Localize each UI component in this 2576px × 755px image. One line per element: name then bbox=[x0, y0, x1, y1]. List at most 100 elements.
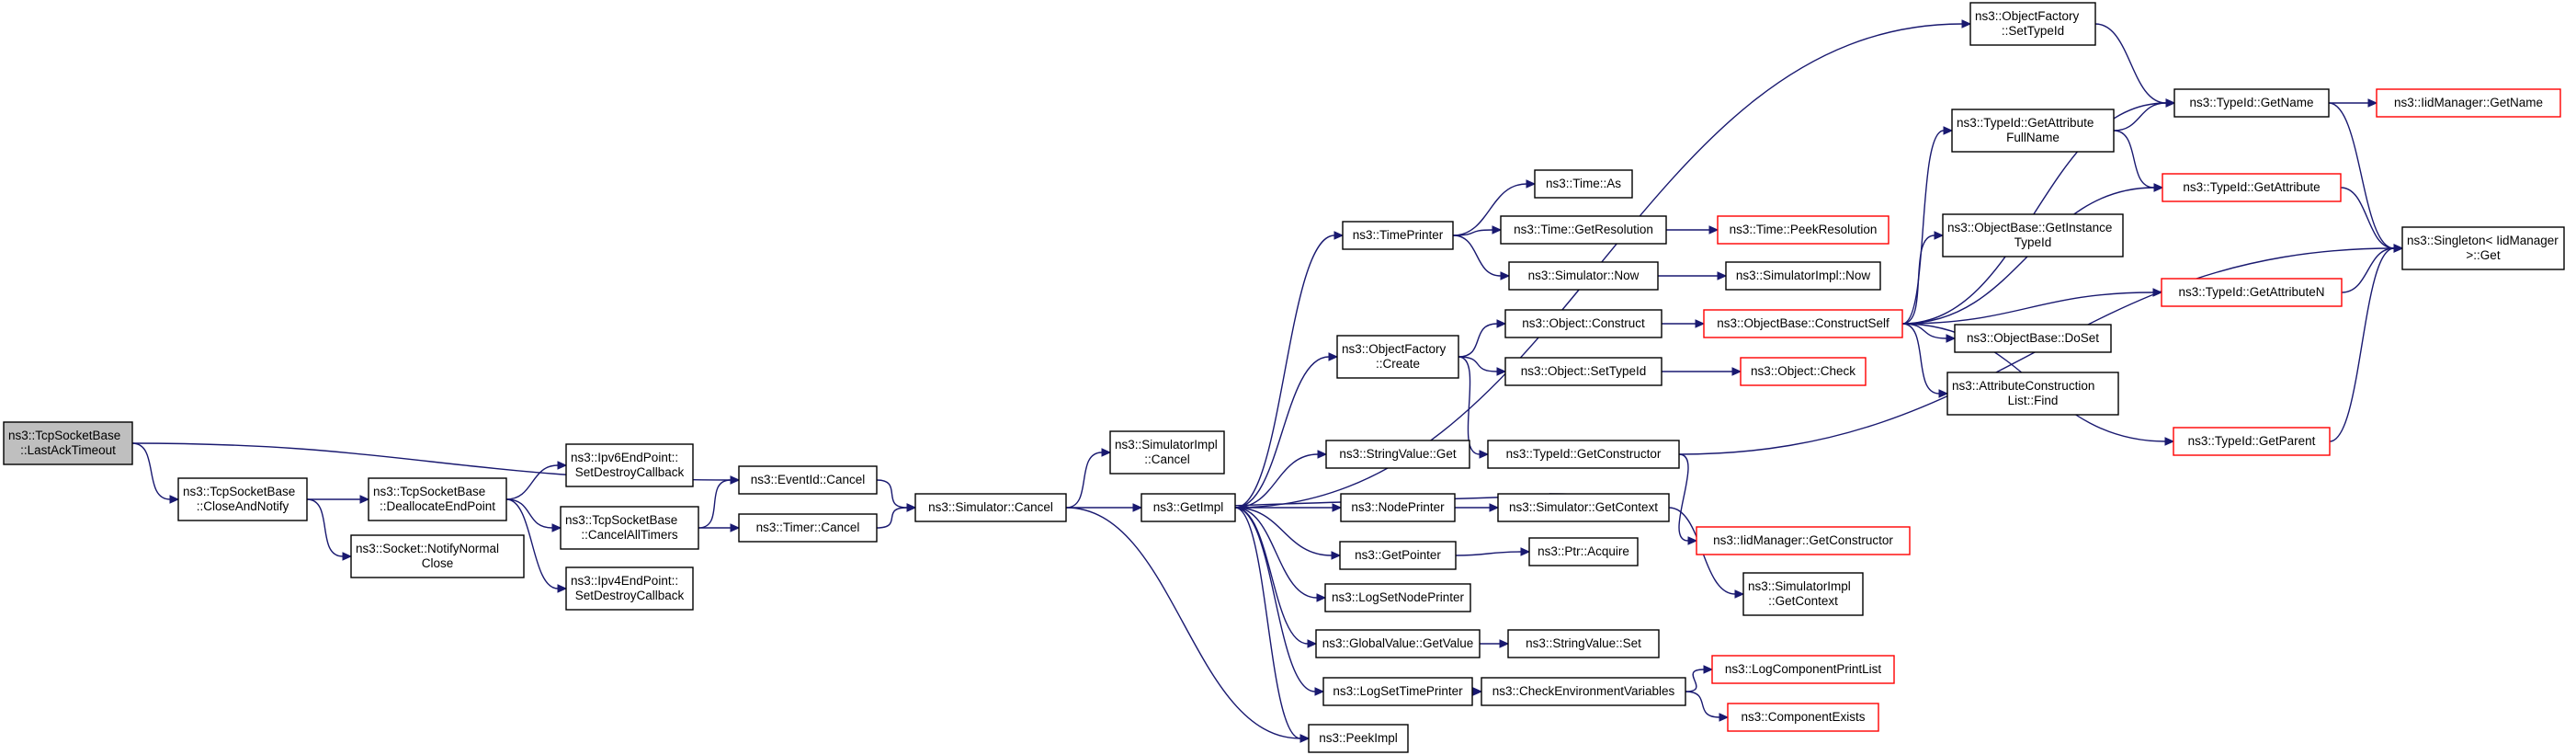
node-ns3-typeid-getparent[interactable]: ns3::TypeId::GetParent bbox=[2173, 427, 2331, 456]
node-ns3-ptr-acquire[interactable]: ns3::Ptr::Acquire bbox=[1528, 537, 1639, 566]
node-box bbox=[1946, 372, 2119, 416]
edge-arrowhead bbox=[2153, 183, 2164, 192]
edge-arrowhead bbox=[1328, 352, 1339, 361]
edge-line bbox=[1234, 507, 1333, 556]
edge-arrowhead bbox=[730, 523, 741, 532]
node-label-line: ns3::Socket::NotifyNormal bbox=[356, 542, 499, 555]
edge bbox=[306, 498, 353, 561]
node-ns3-typeid-getname[interactable]: ns3::TypeId::GetName bbox=[2173, 88, 2330, 118]
edge bbox=[1458, 356, 1507, 376]
node-label-line: ns3::Ptr::Acquire bbox=[1538, 544, 1629, 558]
edge-arrowhead bbox=[2164, 437, 2175, 446]
node-ns3-object-settypeid[interactable]: ns3::Object::SetTypeId bbox=[1504, 357, 1662, 386]
node-ns3-logsetnodeprinter[interactable]: ns3::LogSetNodePrinter bbox=[1324, 583, 1471, 612]
node-ns3-objectfactory-create[interactable]: ns3::ObjectFactory::Create bbox=[1336, 335, 1459, 379]
node-ns3-getpointer[interactable]: ns3::GetPointer bbox=[1339, 541, 1457, 570]
edge-arrowhead bbox=[169, 495, 180, 504]
node-ns3-iidmanager-getconstructor[interactable]: ns3::IidManager::GetConstructor bbox=[1696, 526, 1911, 555]
node-label-line: ::GetContext bbox=[1768, 594, 1838, 608]
node-ns3-tcpsocketbase-deallocateendpoint[interactable]: ns3::TcpSocketBase::DeallocateEndPoint bbox=[368, 477, 507, 521]
node-box bbox=[565, 443, 694, 487]
node-ns3-peekimpl[interactable]: ns3::PeekImpl bbox=[1308, 724, 1409, 753]
nodes-layer: ns3::TcpSocketBase::LastAckTimeoutns3::T… bbox=[3, 2, 2565, 753]
node-ns3-simulatorimpl-cancel[interactable]: ns3::SimulatorImpl::Cancel bbox=[1109, 430, 1225, 475]
node-box bbox=[177, 477, 308, 521]
edge bbox=[1458, 356, 1490, 459]
node-ns3-simulator-cancel[interactable]: ns3::Simulator::Cancel bbox=[914, 493, 1067, 522]
edge bbox=[1901, 231, 1945, 325]
node-ns3-iidmanager-getname[interactable]: ns3::IidManager::GetName bbox=[2376, 88, 2561, 118]
edge-line bbox=[1458, 356, 1481, 455]
edge-arrowhead bbox=[1472, 687, 1483, 696]
node-ns3-typeid-getattributen[interactable]: ns3::TypeId::GetAttributeN bbox=[2161, 278, 2343, 307]
node-ns3-typeid-getattribute[interactable]: ns3::TypeId::GetAttribute bbox=[2162, 173, 2342, 202]
edge-arrowhead bbox=[906, 503, 917, 512]
node-ns3-ipv6endpoint-setdestroycallback[interactable]: ns3::Ipv6EndPoint::SetDestroyCallback bbox=[565, 443, 694, 487]
node-ns3-tcpsocketbase-lastacktimeout[interactable]: ns3::TcpSocketBase::LastAckTimeout bbox=[3, 421, 133, 465]
node-ns3-timeprinter[interactable]: ns3::TimePrinter bbox=[1342, 221, 1454, 250]
node-ns3-time-as[interactable]: ns3::Time::As bbox=[1534, 169, 1633, 199]
node-ns3-simulator-getcontext[interactable]: ns3::Simulator::GetContext bbox=[1497, 493, 1670, 522]
node-ns3-nodeprinter[interactable]: ns3::NodePrinter bbox=[1340, 493, 1456, 522]
node-ns3-globalvalue-getvalue[interactable]: ns3::GlobalValue::GetValue bbox=[1315, 629, 1481, 658]
edge bbox=[1458, 319, 1507, 358]
node-ns3-object-construct[interactable]: ns3::Object::Construct bbox=[1504, 309, 1662, 338]
edge-line bbox=[1901, 323, 1940, 395]
node-label-line: ns3::ObjectBase::DoSet bbox=[1967, 331, 2099, 345]
node-box bbox=[2376, 88, 2561, 118]
node-ns3-stringvalue-get[interactable]: ns3::StringValue::Get bbox=[1325, 440, 1470, 469]
node-label-line: ns3::AttributeConstruction bbox=[1952, 379, 2094, 393]
edge-arrowhead bbox=[1938, 389, 1949, 398]
edge-line bbox=[1678, 453, 1689, 542]
node-ns3-singleton-iidmanager-get[interactable]: ns3::Singleton< IidManager >::Get bbox=[2401, 226, 2565, 270]
node-label-line: ns3::TypeId::GetConstructor bbox=[1506, 447, 1662, 461]
edge-line bbox=[2341, 247, 2395, 293]
edge-line bbox=[1234, 507, 1309, 645]
edge-arrowhead bbox=[1500, 271, 1511, 280]
node-ns3-objectfactory-settypeid[interactable]: ns3::ObjectFactory::SetTypeId bbox=[1969, 2, 2096, 46]
node-box bbox=[1507, 629, 1660, 658]
edge-line bbox=[1234, 356, 1330, 509]
edge bbox=[1234, 507, 1325, 696]
node-ns3-simulatorimpl-now[interactable]: ns3::SimulatorImpl::Now bbox=[1725, 261, 1881, 291]
node-ns3-time-peekresolution[interactable]: ns3::Time::PeekResolution bbox=[1717, 215, 1889, 245]
node-ns3-objectbase-doset[interactable]: ns3::ObjectBase::DoSet bbox=[1954, 324, 2112, 353]
node-ns3-timer-cancel[interactable]: ns3::Timer::Cancel bbox=[738, 513, 878, 543]
edge bbox=[2329, 98, 2378, 108]
node-ns3-tcpsocketbase-cancelalltimers[interactable]: ns3::TcpSocketBase::CancelAllTimers bbox=[560, 506, 699, 550]
node-ns3-checkenvironmentvariables[interactable]: ns3::CheckEnvironmentVariables bbox=[1481, 677, 1686, 706]
node-ns3-ipv4endpoint-setdestroycallback[interactable]: ns3::Ipv4EndPoint::SetDestroyCallback bbox=[565, 566, 694, 611]
node-box bbox=[368, 477, 507, 521]
node-ns3-eventid-cancel[interactable]: ns3::EventId::Cancel bbox=[738, 465, 878, 495]
node-ns3-componentexists[interactable]: ns3::ComponentExists bbox=[1727, 703, 1879, 732]
node-ns3-typeid-getconstructor[interactable]: ns3::TypeId::GetConstructor bbox=[1487, 440, 1680, 469]
node-ns3-getimpl[interactable]: ns3::GetImpl bbox=[1140, 493, 1236, 522]
node-label-line: List::Find bbox=[2008, 394, 2059, 407]
edge bbox=[1234, 507, 1318, 648]
node-label-line: ns3::ObjectBase::GetInstance bbox=[1947, 221, 2112, 235]
edge-line bbox=[1234, 235, 1335, 509]
node-ns3-tcpsocketbase-closeandnotify[interactable]: ns3::TcpSocketBase::CloseAndNotify bbox=[177, 477, 308, 521]
node-ns3-simulatorimpl-getcontext[interactable]: ns3::SimulatorImpl::GetContext bbox=[1742, 572, 1864, 616]
node-label-line: TypeId bbox=[2014, 235, 2052, 249]
node-ns3-time-getresolution[interactable]: ns3::Time::GetResolution bbox=[1500, 215, 1667, 245]
node-ns3-objectbase-constructself[interactable]: ns3::ObjectBase::ConstructSelf bbox=[1703, 309, 1903, 338]
edge bbox=[306, 495, 370, 504]
node-ns3-logcomponentprintlist[interactable]: ns3::LogComponentPrintList bbox=[1711, 655, 1895, 684]
node-box bbox=[350, 534, 525, 578]
edge-arrowhead bbox=[1946, 334, 1957, 343]
node-label-line: ns3::Time::PeekResolution bbox=[1730, 223, 1878, 236]
node-ns3-object-check[interactable]: ns3::Object::Check bbox=[1740, 357, 1867, 386]
node-label-line: ns3::TcpSocketBase bbox=[565, 513, 677, 527]
node-ns3-simulator-now[interactable]: ns3::Simulator::Now bbox=[1508, 261, 1659, 291]
node-ns3-stringvalue-set[interactable]: ns3::StringValue::Set bbox=[1507, 629, 1660, 658]
edge-arrowhead bbox=[1934, 231, 1945, 240]
node-label-line: ns3::GetPointer bbox=[1355, 548, 1441, 562]
edge-line bbox=[1901, 102, 2167, 325]
edge bbox=[1685, 691, 1730, 722]
node-ns3-logsettimeprinter[interactable]: ns3::LogSetTimePrinter bbox=[1322, 677, 1473, 706]
